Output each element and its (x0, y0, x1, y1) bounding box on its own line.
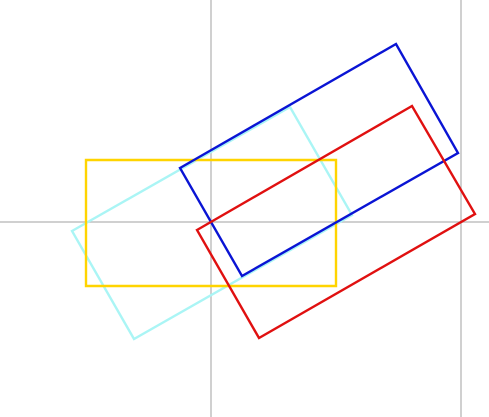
cyan-rect (70, 105, 354, 341)
blue-rect (178, 42, 460, 278)
yellow-rect (84, 158, 338, 288)
red-rect (195, 104, 477, 340)
